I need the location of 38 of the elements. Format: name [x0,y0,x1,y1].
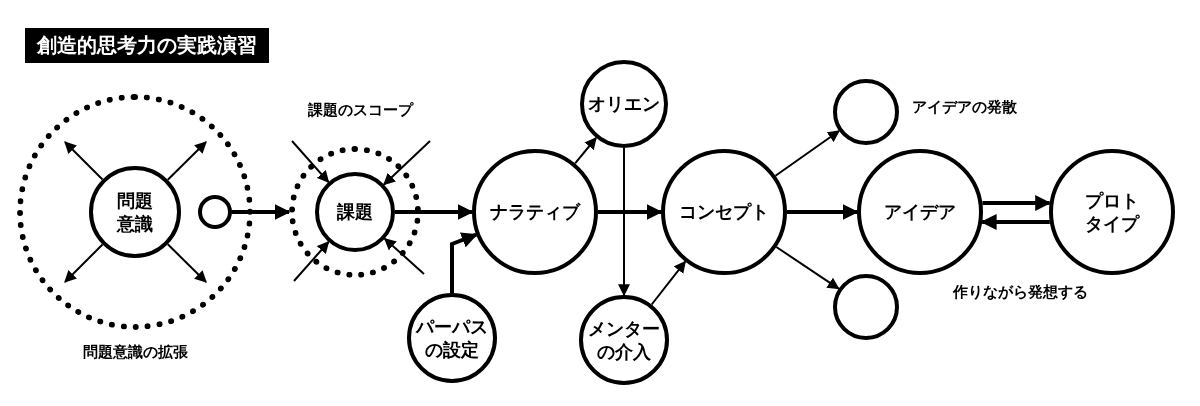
circle-node [315,172,395,252]
node-label: 課題のスコープ [307,100,413,120]
arrow [232,204,291,220]
caption: 作りながら発想する [952,282,1088,302]
node-label: オリエン [587,92,661,116]
arrow [395,204,474,220]
arrow [618,147,630,297]
arrow [650,260,687,306]
arrow [598,204,663,220]
arrow [293,241,330,282]
arrow [450,232,478,293]
node-label: アイデア [883,200,957,224]
arrow [980,214,1050,230]
arrow [383,140,431,186]
dotted-circle [289,146,421,278]
node-label: 問題意識の拡張 [82,342,188,362]
arrow [574,137,597,165]
dotted-circle [17,94,253,330]
node-label: コンセプト [678,200,770,224]
node-label: アイデアの発散 [912,97,1017,117]
node-label: メンターの介入 [587,316,661,364]
arrow [166,141,207,181]
arrow [64,141,104,181]
title-banner: 創造的思考力の実践演習 [25,28,269,63]
arrow [774,130,840,177]
node-label: 問題意識 [115,188,154,236]
arrow [787,204,859,220]
arrow [383,237,425,275]
node-label: パーパスの設定 [414,314,489,362]
circle-node [89,166,181,258]
node-label: 課題 [336,200,374,224]
circle-node [198,195,232,229]
node-label: プロトタイプ [1084,188,1141,236]
arrow [291,140,330,184]
arrow [64,243,104,283]
arrow [775,246,840,290]
node-label: ナラティブ [489,200,582,224]
arrow [166,243,207,283]
